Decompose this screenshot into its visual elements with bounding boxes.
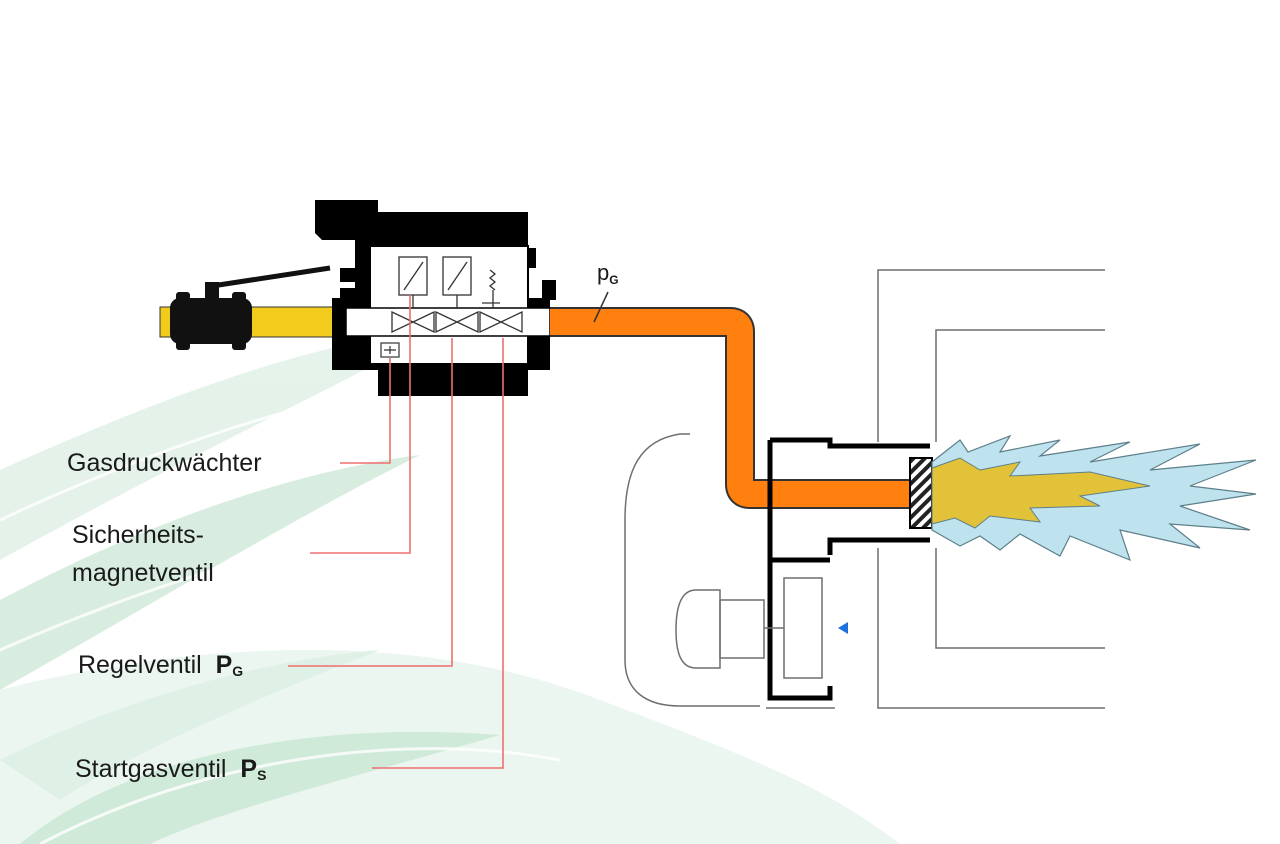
combustion-chamber: [877, 269, 1105, 709]
label-safety-solenoid-line2: magnetventil: [72, 559, 214, 587]
gas-supply-pipe-fill: [550, 309, 920, 507]
label-control-valve-sub: G: [232, 663, 244, 679]
fan-motor-icon: [675, 577, 823, 679]
start-gas-valve-icon: [479, 269, 523, 334]
label-gas-pressure-switch: Gasdruckwächter: [67, 449, 262, 477]
solenoid-valve-icon: [391, 256, 435, 334]
label-control-valve-symbol: P: [215, 651, 233, 679]
burner-nozzle: [909, 457, 933, 529]
leader-line-start-gas-valve: [372, 338, 504, 769]
label-control-valve: Regelventil PG: [78, 650, 243, 683]
label-start-gas-valve-sub: S: [257, 767, 267, 783]
background-swirl: [0, 330, 900, 844]
control-valve-icon: [435, 256, 479, 334]
pressure-tag-main: p: [597, 260, 610, 285]
leader-line-control-valve: [288, 338, 453, 667]
pressure-tag-sub: G: [609, 273, 619, 287]
ball-valve-icon: [170, 265, 331, 350]
label-start-gas-valve-symbol: P: [240, 755, 258, 783]
pressure-tag-pg: pG: [597, 260, 619, 287]
multiblock-valve-body: [315, 200, 556, 396]
air-flow-arrow-icon: [838, 622, 848, 634]
pressure-switch-icon: [380, 342, 400, 358]
burner-frame: [767, 437, 930, 701]
burner-housing: [624, 433, 835, 709]
burner-flame-icon: [931, 434, 1257, 562]
leader-line-safety-solenoid: [310, 295, 411, 554]
background-swirl-highlights: [0, 378, 561, 844]
label-control-valve-text: Regelventil: [78, 651, 202, 679]
label-start-gas-valve: Startgasventil PS: [75, 754, 266, 787]
label-start-gas-valve-text: Startgasventil: [75, 755, 227, 783]
leader-lines: [288, 295, 504, 769]
label-safety-solenoid-line1: Sicherheits-: [72, 521, 204, 549]
leader-line-gas-pressure-switch: [340, 358, 391, 464]
pressure-tag-pointer: [593, 291, 609, 323]
